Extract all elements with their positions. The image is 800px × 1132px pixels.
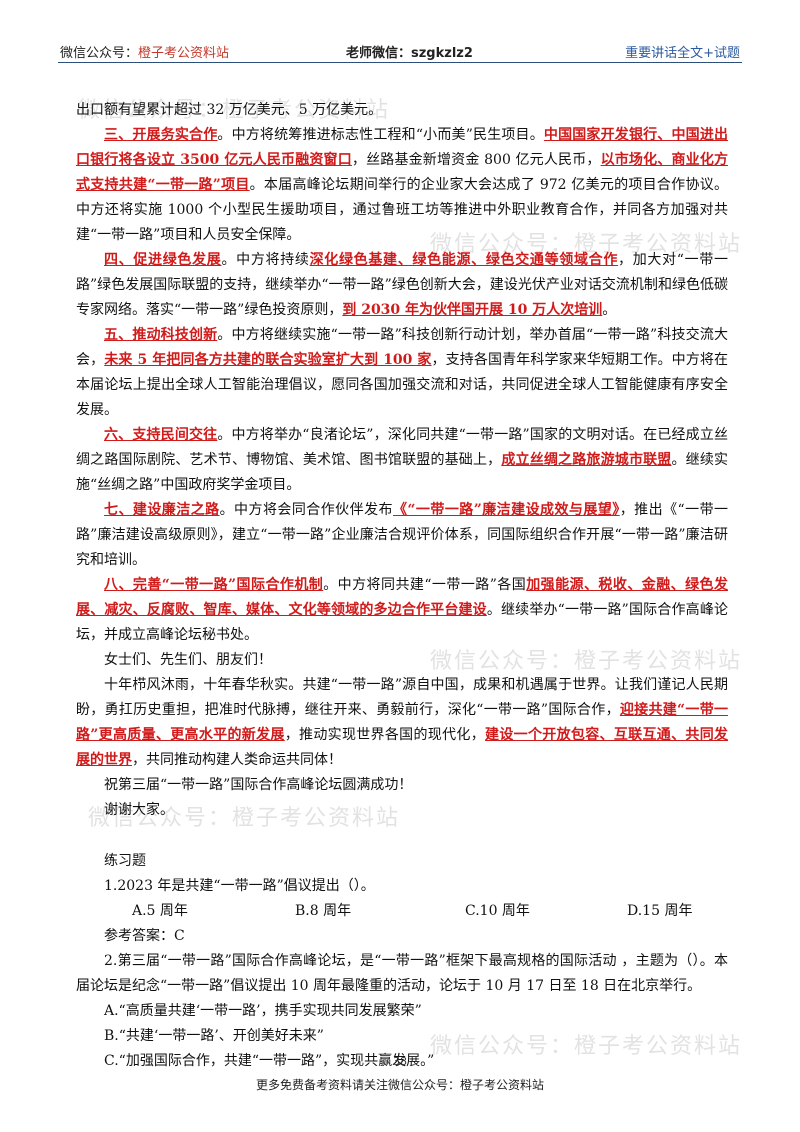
paragraph-4: 六、支持民间交往。中方将举办“良渚论坛”，深化同共建“一带一路”国家的文明对话。…: [76, 423, 728, 498]
option-c: C.10 周年: [465, 903, 530, 919]
highlighted-text: 六、支持民间交往: [104, 427, 218, 443]
answer-1: 参考答案：C: [104, 928, 185, 944]
option-a: A.5 周年: [132, 903, 188, 919]
body-text: 。中方将同共建“一带一路”各国: [323, 577, 527, 593]
question-2-option-a: A.“高质量共建‘一带一路’，携手实现共同发展繁荣”: [104, 1003, 422, 1019]
body-text: ，丝路基金新增资金 800 亿元人民币，: [351, 152, 601, 168]
body-text: 。中方将会同合作伙伴发布: [219, 502, 393, 518]
body-text: ，支持各国青年科学家来华短期工作。中方将在本届论坛上提出全球人工智能治理倡议，愿…: [76, 352, 729, 418]
exercise-heading: 练习题: [104, 853, 146, 869]
highlighted-text: 中国国家开发银行、中国进出口银行将各设立 3500 亿元人民币融资窗口: [76, 127, 728, 168]
question-1: 1.2023 年是共建“一带一路”倡议提出（）。: [104, 878, 375, 894]
highlighted-text: 八、完善“一带一路”国际合作机制: [104, 577, 324, 593]
paragraph-0: 出口额有望累计超过 32 万亿美元、5 万亿美元。: [76, 102, 383, 118]
paragraph-10: 谢谢大家。: [104, 802, 174, 818]
body-text: 。继续实施“丝绸之路”中国政府奖学金项目。: [76, 452, 729, 493]
header-teacher-wechat: 老师微信：szgkzlz2: [346, 46, 473, 61]
body-text: 。中方将举办“良渚论坛”，深化同共建“一带一路”国家的文明对话。在已经成立丝绸之…: [76, 427, 728, 468]
paragraph-9: 祝第三届“一带一路”国际合作高峰论坛圆满成功！: [104, 777, 413, 793]
page-number: 38: [393, 1055, 407, 1068]
body-text: ，共同推动构建人类命运共同体！: [132, 752, 342, 768]
highlighted-text: 深化绿色基建、绿色能源、绿色交通等领域合作: [309, 252, 619, 268]
body-text: ，推动实现世界各国的现代化，: [284, 727, 486, 743]
highlighted-text: 《“一带一路”廉洁建设成效与展望》: [392, 502, 620, 518]
option-b: B.8 周年: [295, 903, 352, 919]
body-text: 十年栉风沐雨，十年春华秋实。共建“一带一路”源自中国，成果和机遇属于世界。让我们…: [76, 677, 728, 718]
body-text: ，加大对“一带一路”绿色发展国际联盟的支持，继续举办“一带一路”绿色创新大会，建…: [76, 252, 729, 318]
highlighted-text: 迎接共建“一带一路”更高质量、更高水平的新发展: [76, 702, 729, 743]
page-header: 微信公众号：橙子考公资料站 老师微信：szgkzlz2 重要讲话全文+试题: [58, 38, 742, 63]
body-text: 。中方将继续实施“一带一路”科技创新行动计划，举办首届“一带一路”科技交流大会，: [76, 327, 728, 368]
highlighted-text: 五、推动科技创新: [104, 327, 218, 343]
highlighted-text: 三、开展务实合作: [104, 127, 218, 143]
highlighted-text: 建设一个开放包容、互联互通、共同发展的世界: [76, 727, 729, 768]
header-wechat-account: 微信公众号：橙子考公资料站: [60, 46, 230, 61]
paragraph-6: 八、完善“一带一路”国际合作机制。中方将同共建“一带一路”各国加强能源、税收、金…: [76, 573, 728, 648]
highlighted-text: 七、建设廉洁之路: [104, 502, 220, 518]
highlighted-text: 加强能源、税收、金融、绿色发展、减灾、反腐败、智库、媒体、文化等领域的多边合作平…: [76, 577, 728, 618]
highlighted-text: 未来 5 年把同各方共建的联合实验室扩大到 100 家: [104, 352, 432, 368]
question-1-options: A.5 周年 B.8 周年 C.10 周年 D.15 周年: [76, 899, 728, 924]
highlighted-text: 四、促进绿色发展: [104, 252, 222, 268]
question-2: 2.第三届“一带一路”国际合作高峰论坛，是“一带一路”框架下最高规格的国际活动 …: [76, 953, 728, 994]
question-2-option-c: C.“加强国际合作，共建“一带一路”，实现共赢发展。”: [104, 1053, 435, 1069]
highlighted-text: 成立丝绸之路旅游城市联盟: [501, 452, 672, 468]
paragraph-8: 十年栉风沐雨，十年春华秋实。共建“一带一路”源自中国，成果和机遇属于世界。让我们…: [76, 673, 728, 773]
body-text: 。中方将统筹推进标志性工程和“小而美”民生项目。: [217, 127, 544, 143]
paragraph-5: 七、建设廉洁之路。中方将会同合作伙伴发布《“一带一路”廉洁建设成效与展望》，推出…: [76, 498, 728, 573]
body-text: 。中方将持续: [221, 252, 310, 268]
highlighted-text: 到 2030 年为伙伴国开展 10 万人次培训: [342, 302, 603, 318]
header-section-title: 重要讲话全文+试题: [625, 46, 740, 61]
body-text: 。本届高峰论坛期间举行的企业家大会达成了 972 亿美元的项目合作协议。中方还将…: [76, 177, 728, 243]
paragraph-1: 三、开展务实合作。中方将统筹推进标志性工程和“小而美”民生项目。中国国家开发银行…: [76, 123, 728, 248]
body-text: 。: [602, 302, 617, 318]
paragraph-3: 五、推动科技创新。中方将继续实施“一带一路”科技创新行动计划，举办首届“一带一路…: [76, 323, 728, 423]
page-footer: 更多免费备考资料请关注微信公众号：橙子考公资料站: [255, 1078, 544, 1092]
paragraph-7: 女士们、先生们、朋友们！: [104, 652, 272, 668]
paragraph-2: 四、促进绿色发展。中方将持续深化绿色基建、绿色能源、绿色交通等领域合作，加大对“…: [76, 248, 728, 323]
highlighted-text: 以市场化、商业化方式支持共建“一带一路”项目: [76, 152, 729, 193]
header-account-name: 橙子考公资料站: [138, 46, 230, 61]
body-text: 。继续举办“一带一路”国际合作高峰论坛，并成立高峰论坛秘书处。: [76, 602, 728, 643]
option-d: D.15 周年: [627, 903, 693, 919]
question-2-option-b: B.“共建‘一带一路’、开创美好未来”: [104, 1028, 324, 1044]
page-content: 出口额有望累计超过 32 万亿美元、5 万亿美元。 三、开展务实合作。中方将统筹…: [76, 98, 728, 1074]
body-text: ，推出《“一带一路”廉洁建设高级原则》，建立“一带一路”企业廉洁合规评价体系，同…: [76, 502, 729, 568]
